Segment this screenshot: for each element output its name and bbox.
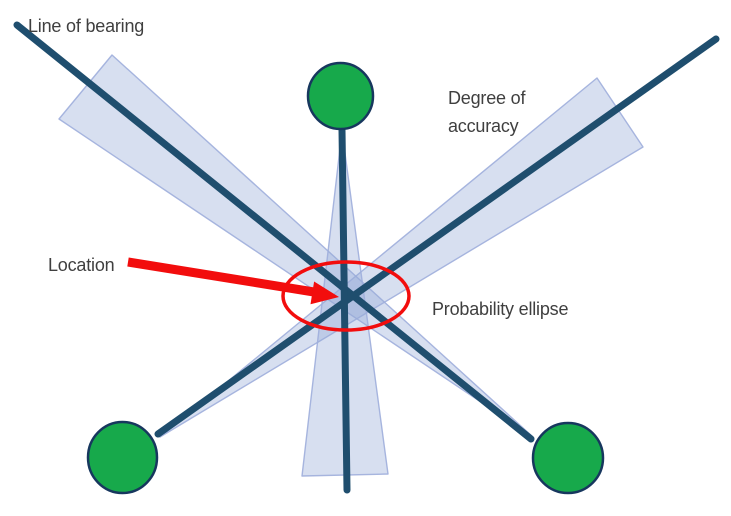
station-circle-top: [306, 61, 375, 131]
label-line-of-bearing: Line of bearing: [28, 16, 144, 36]
station-circle-bottom-right: [531, 421, 605, 495]
bearing-line-topright-to-bottomleft: [154, 35, 720, 438]
location-arrow-shaft: [127, 257, 315, 297]
station-circle-bottom-left: [86, 420, 159, 495]
location-arrow: [127, 257, 339, 305]
label-location: Location: [48, 255, 114, 275]
probability-ellipse-shape: [281, 260, 411, 332]
label-probability-ellipse: Probability ellipse: [432, 299, 568, 319]
label-degree-of-accuracy-line2: accuracy: [448, 116, 519, 136]
bearing-line-topleft-to-bottomright: [13, 21, 535, 443]
location-arrow-head-icon: [310, 281, 339, 305]
label-degree-of-accuracy-line1: Degree of: [448, 88, 526, 108]
bearing-line-vertical: [338, 126, 351, 494]
